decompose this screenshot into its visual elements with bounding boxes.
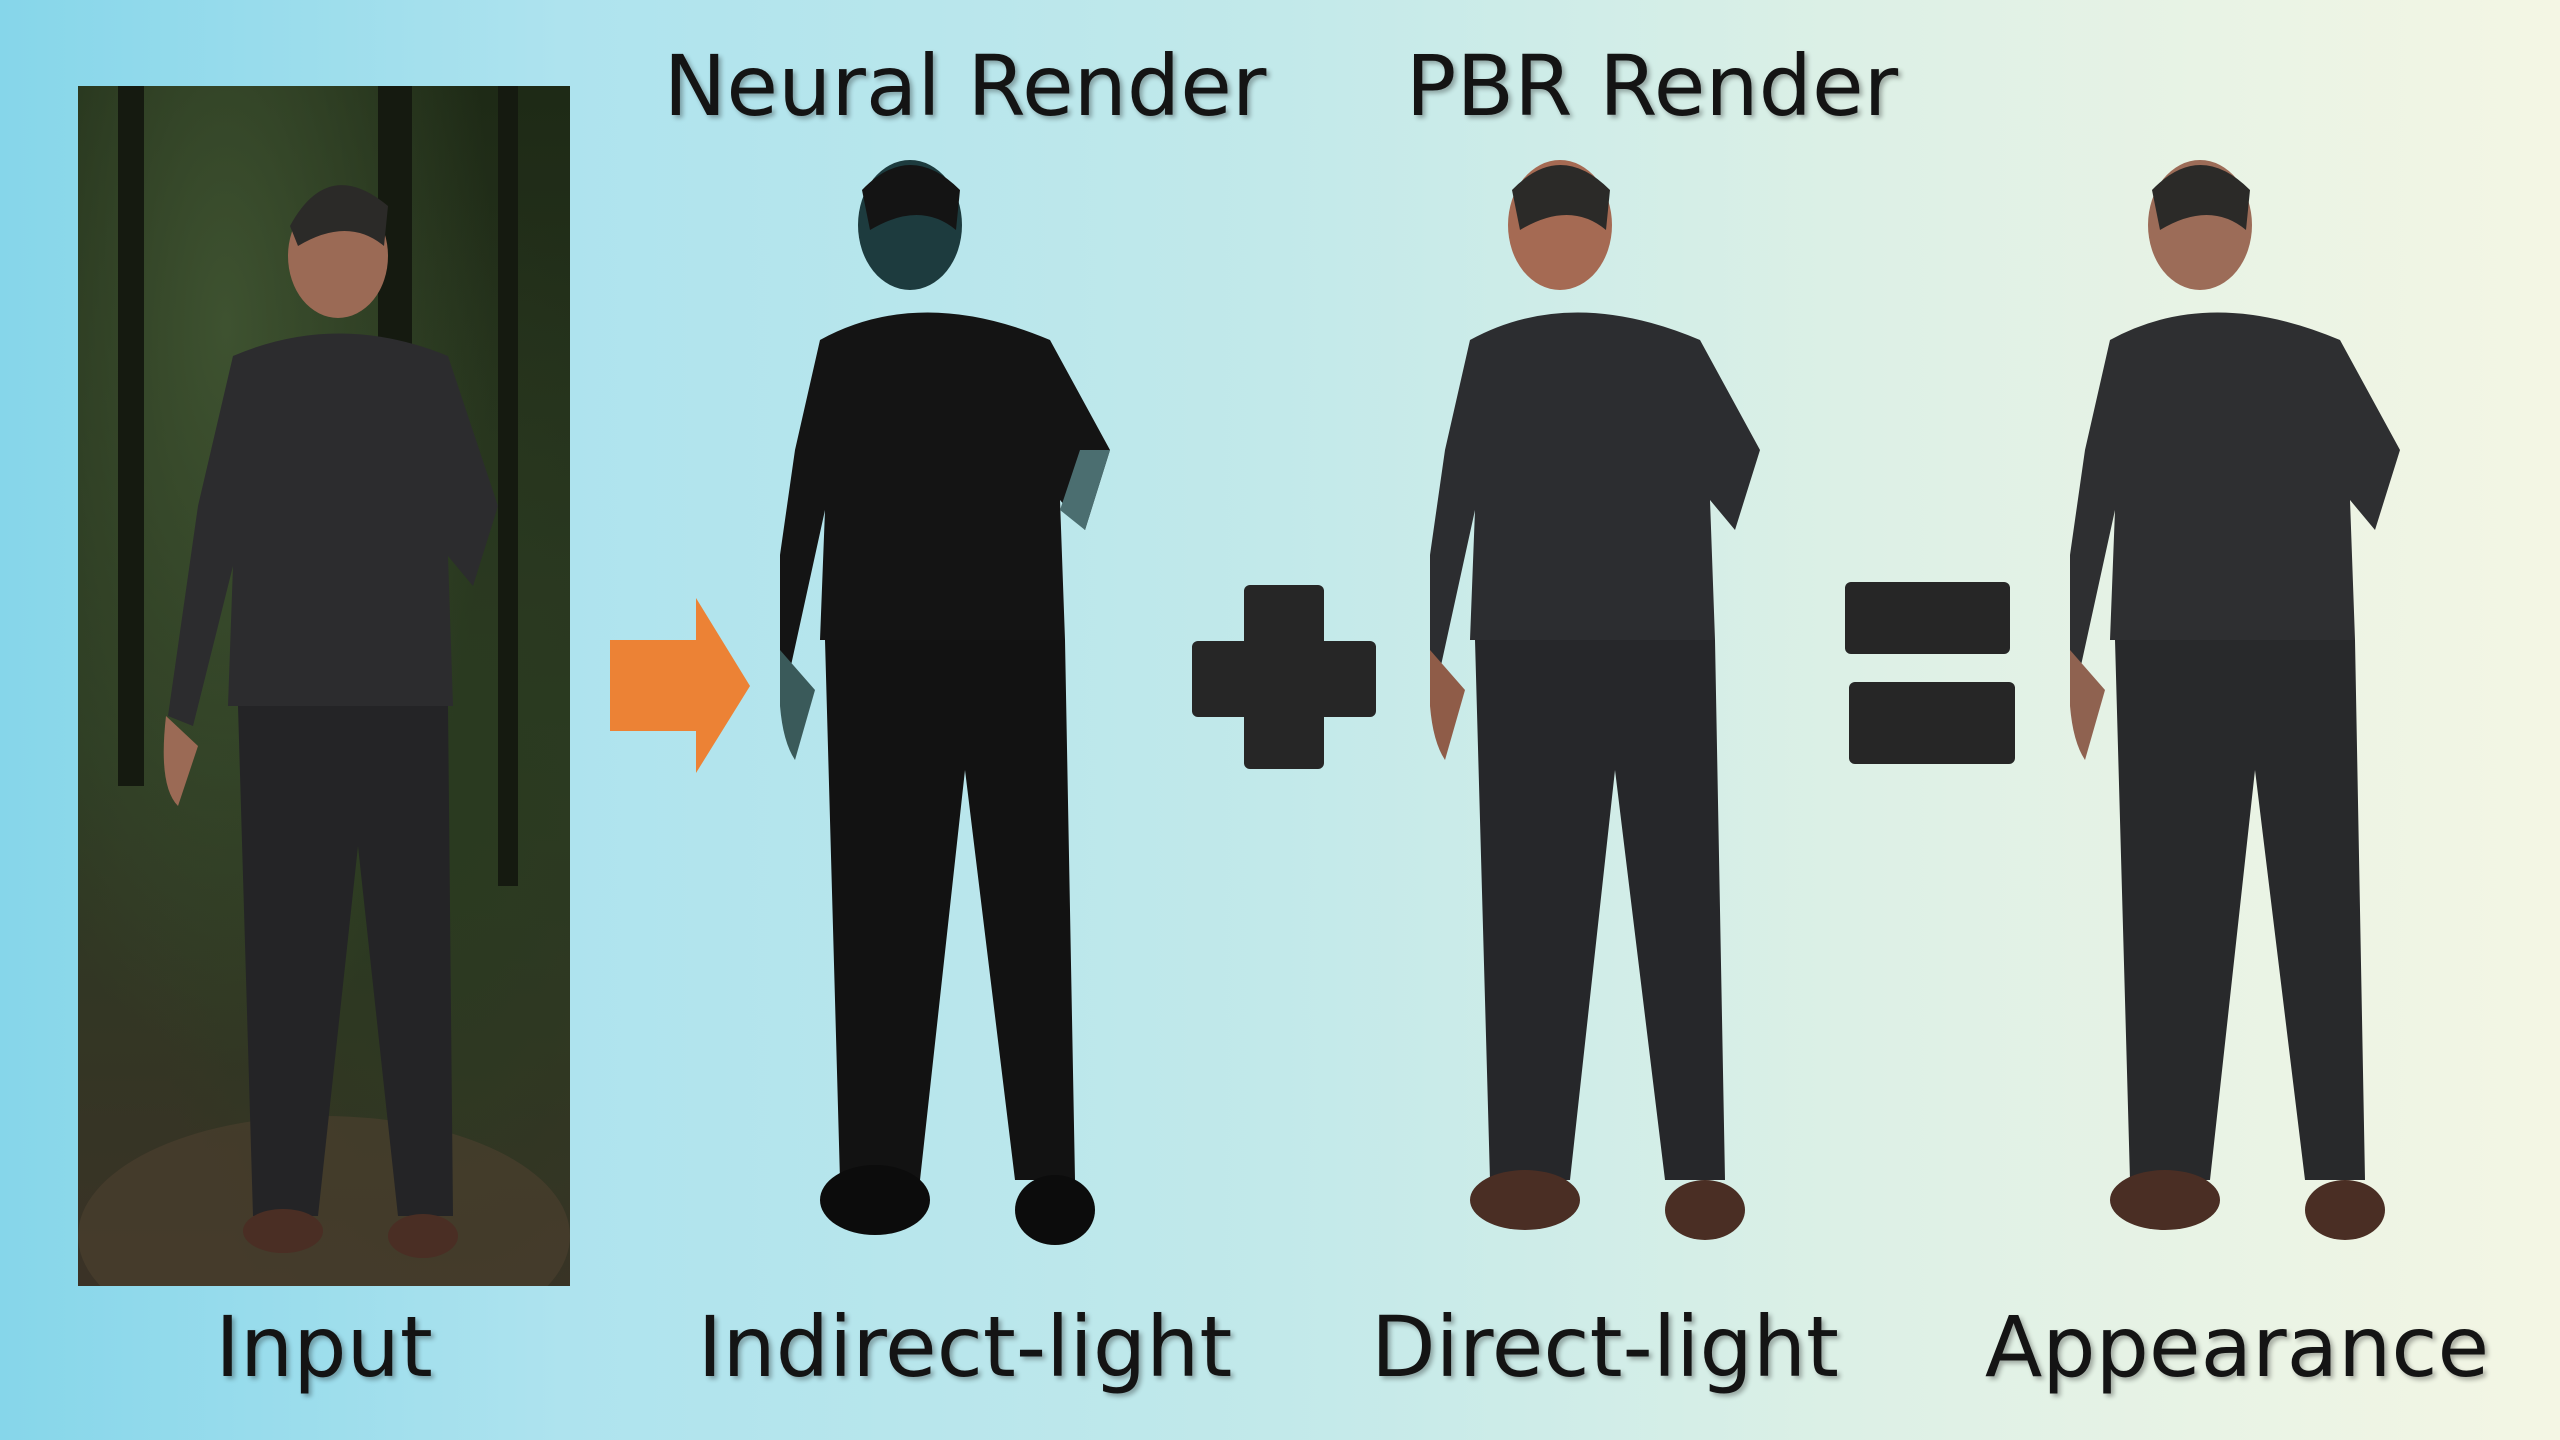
pbr-render-header: PBR Render (1405, 37, 1899, 135)
appearance-label: Appearance (1984, 1298, 2490, 1396)
indirect-light-render (765, 150, 1220, 1294)
direct-light-label: Direct-light (1371, 1298, 1839, 1396)
direct-light-render (1415, 150, 1870, 1294)
equals-icon (1845, 582, 2015, 771)
indirect-light-label: Indirect-light (697, 1298, 1233, 1396)
input-photo (78, 86, 570, 1286)
input-label: Input (215, 1298, 433, 1396)
appearance-render (2055, 150, 2510, 1294)
arrow-right-icon (610, 598, 750, 777)
plus-icon (1192, 585, 1376, 773)
neural-render-header: Neural Render (663, 37, 1267, 135)
